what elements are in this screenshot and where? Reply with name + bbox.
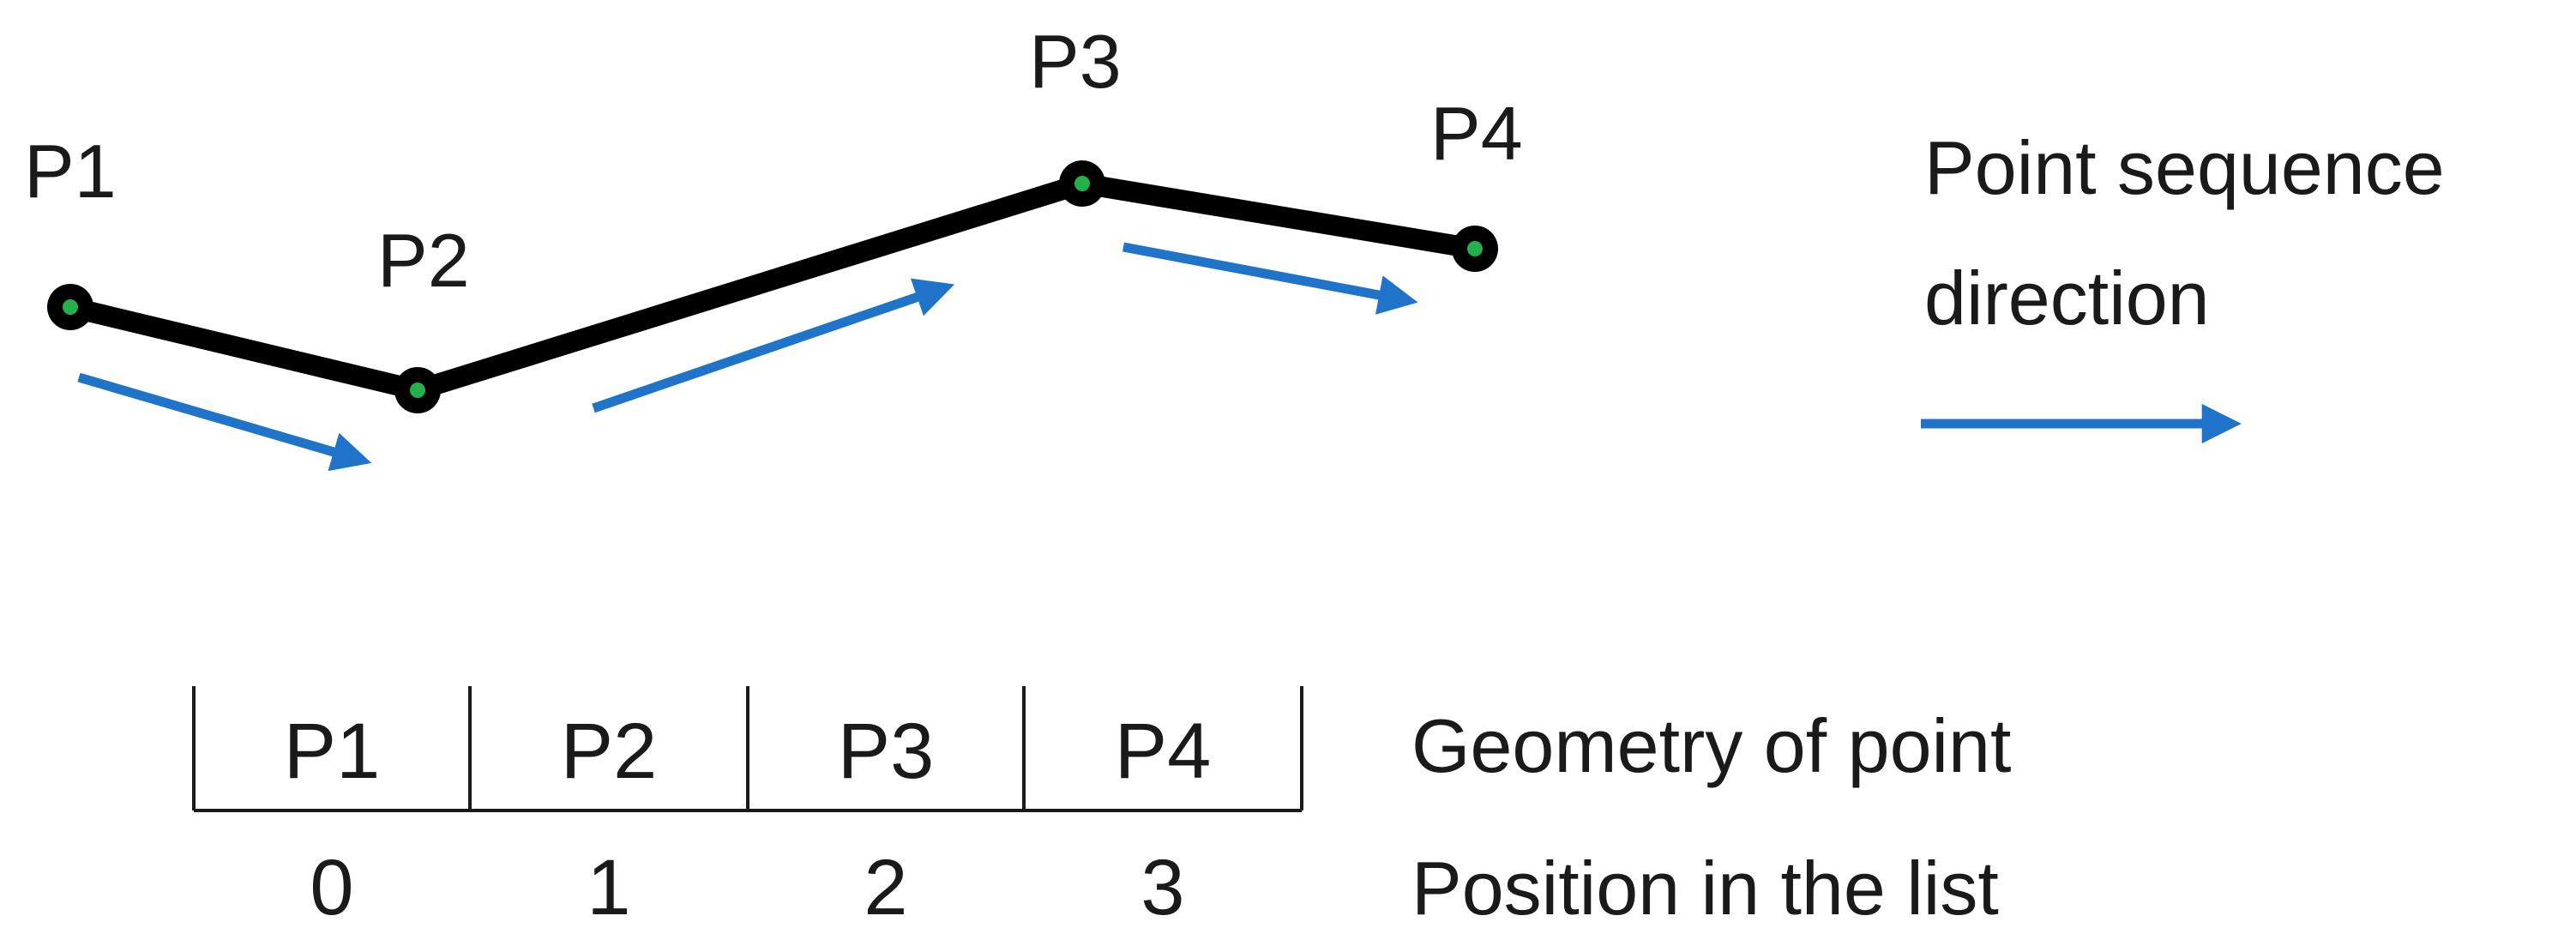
table-cell-p4: P4 xyxy=(1115,708,1212,795)
vertex-p4 xyxy=(1452,226,1498,272)
geometry-row-label: Geometry of point xyxy=(1411,703,2011,788)
vertex-p3 xyxy=(1059,160,1105,207)
point-label-p4: P4 xyxy=(1430,91,1523,176)
table-cell-p3: P3 xyxy=(838,708,935,795)
table-cell-p1: P1 xyxy=(284,708,381,795)
direction-arrow-2 xyxy=(592,278,955,413)
geometry-table xyxy=(192,686,1303,812)
vertex-p1 xyxy=(47,284,93,330)
polyline xyxy=(60,173,1485,401)
legend-title-line2: direction xyxy=(1924,256,2210,340)
legend-title-line1: Point sequence xyxy=(1924,125,2445,210)
direction-arrow-1 xyxy=(77,372,372,472)
point-label-p3: P3 xyxy=(1029,19,1122,104)
direction-arrow-3 xyxy=(1122,242,1418,315)
table-cell-p2: P2 xyxy=(561,708,658,795)
position-index-3: 3 xyxy=(1141,844,1184,931)
position-index-0: 0 xyxy=(310,844,353,931)
point-label-p2: P2 xyxy=(377,218,470,303)
point-label-p1: P1 xyxy=(24,129,117,214)
vertex-p2 xyxy=(394,367,441,413)
position-index-1: 1 xyxy=(587,844,630,931)
position-row-label: Position in the list xyxy=(1411,846,1999,931)
position-index-2: 2 xyxy=(864,844,907,931)
